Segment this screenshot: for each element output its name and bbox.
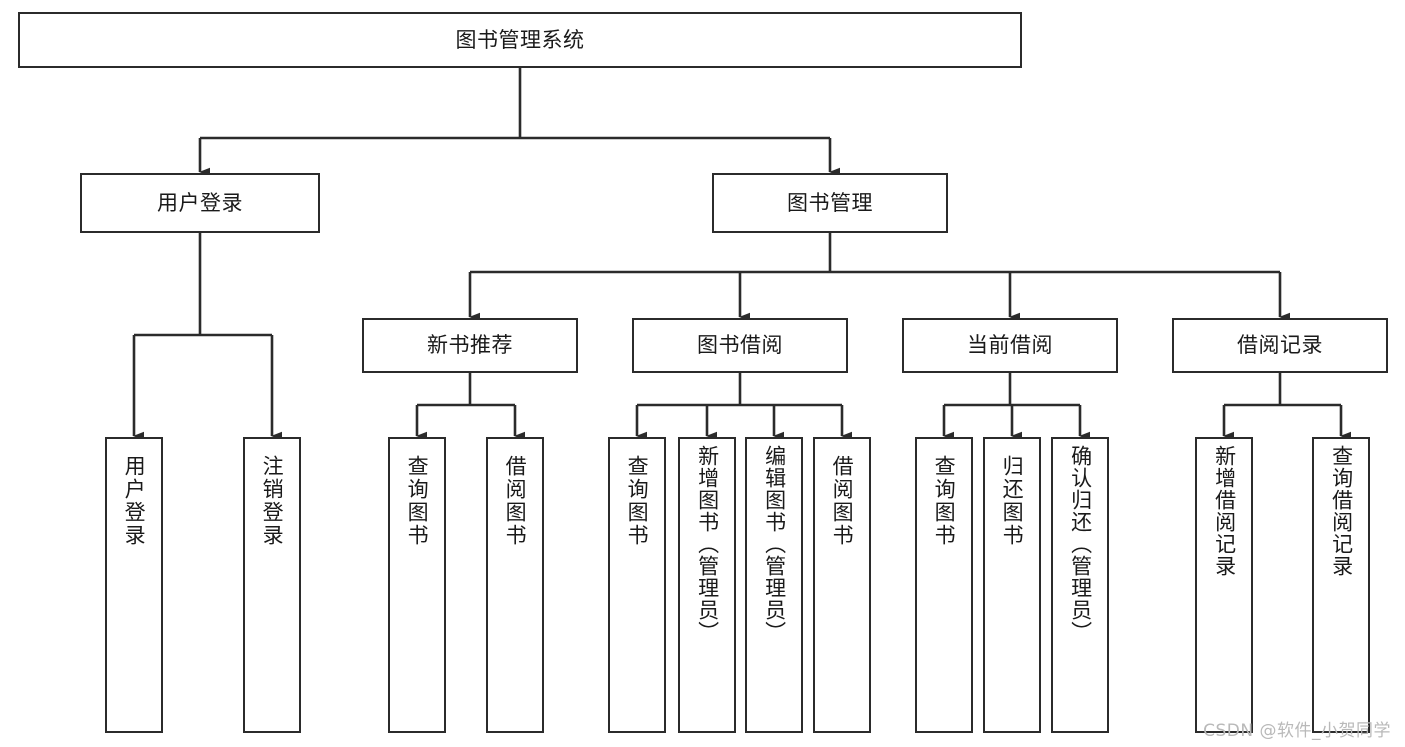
node-leaf-borrow-book-1[interactable]: 借阅图书	[486, 437, 544, 733]
node-label: 当前借阅	[967, 333, 1053, 358]
node-root[interactable]: 图书管理系统	[18, 12, 1022, 68]
node-label: 图书管理	[787, 190, 873, 215]
node-label: 新增图书（管理员）	[695, 445, 720, 643]
node-label: 新书推荐	[427, 333, 513, 358]
node-label: 用户登录	[157, 190, 243, 215]
node-current-borrow[interactable]: 当前借阅	[902, 318, 1118, 373]
node-label: 查询借阅记录	[1329, 445, 1354, 577]
node-leaf-add-book[interactable]: 新增图书（管理员）	[678, 437, 736, 733]
node-label: 确认归还（管理员）	[1068, 445, 1093, 643]
node-label: 查询图书	[405, 455, 430, 547]
node-leaf-edit-book[interactable]: 编辑图书（管理员）	[745, 437, 803, 733]
node-leaf-add-record[interactable]: 新增借阅记录	[1195, 437, 1253, 733]
node-leaf-query-book-1[interactable]: 查询图书	[388, 437, 446, 733]
node-label: 借阅图书	[830, 455, 855, 547]
node-label: 归还图书	[1000, 455, 1025, 547]
node-label: 用户登录	[122, 455, 147, 547]
node-label: 借阅记录	[1237, 333, 1323, 358]
node-leaf-user-login[interactable]: 用户登录	[105, 437, 163, 733]
node-label: 图书借阅	[697, 333, 783, 358]
node-label: 编辑图书（管理员）	[762, 445, 787, 643]
node-leaf-confirm-return[interactable]: 确认归还（管理员）	[1051, 437, 1109, 733]
node-user-login[interactable]: 用户登录	[80, 173, 320, 233]
node-leaf-query-record[interactable]: 查询借阅记录	[1312, 437, 1370, 733]
node-book-manage[interactable]: 图书管理	[712, 173, 948, 233]
node-label: 注销登录	[260, 455, 285, 547]
node-label: 借阅图书	[503, 455, 528, 547]
node-label: 新增借阅记录	[1212, 445, 1237, 577]
node-book-borrow[interactable]: 图书借阅	[632, 318, 848, 373]
node-leaf-borrow-book-2[interactable]: 借阅图书	[813, 437, 871, 733]
node-new-book-rec[interactable]: 新书推荐	[362, 318, 578, 373]
node-leaf-query-book-3[interactable]: 查询图书	[915, 437, 973, 733]
node-label: 查询图书	[625, 455, 650, 547]
node-leaf-user-logout[interactable]: 注销登录	[243, 437, 301, 733]
node-leaf-return-book[interactable]: 归还图书	[983, 437, 1041, 733]
node-label: 查询图书	[932, 455, 957, 547]
node-leaf-query-book-2[interactable]: 查询图书	[608, 437, 666, 733]
node-label: 图书管理系统	[455, 27, 585, 52]
node-borrow-record[interactable]: 借阅记录	[1172, 318, 1388, 373]
